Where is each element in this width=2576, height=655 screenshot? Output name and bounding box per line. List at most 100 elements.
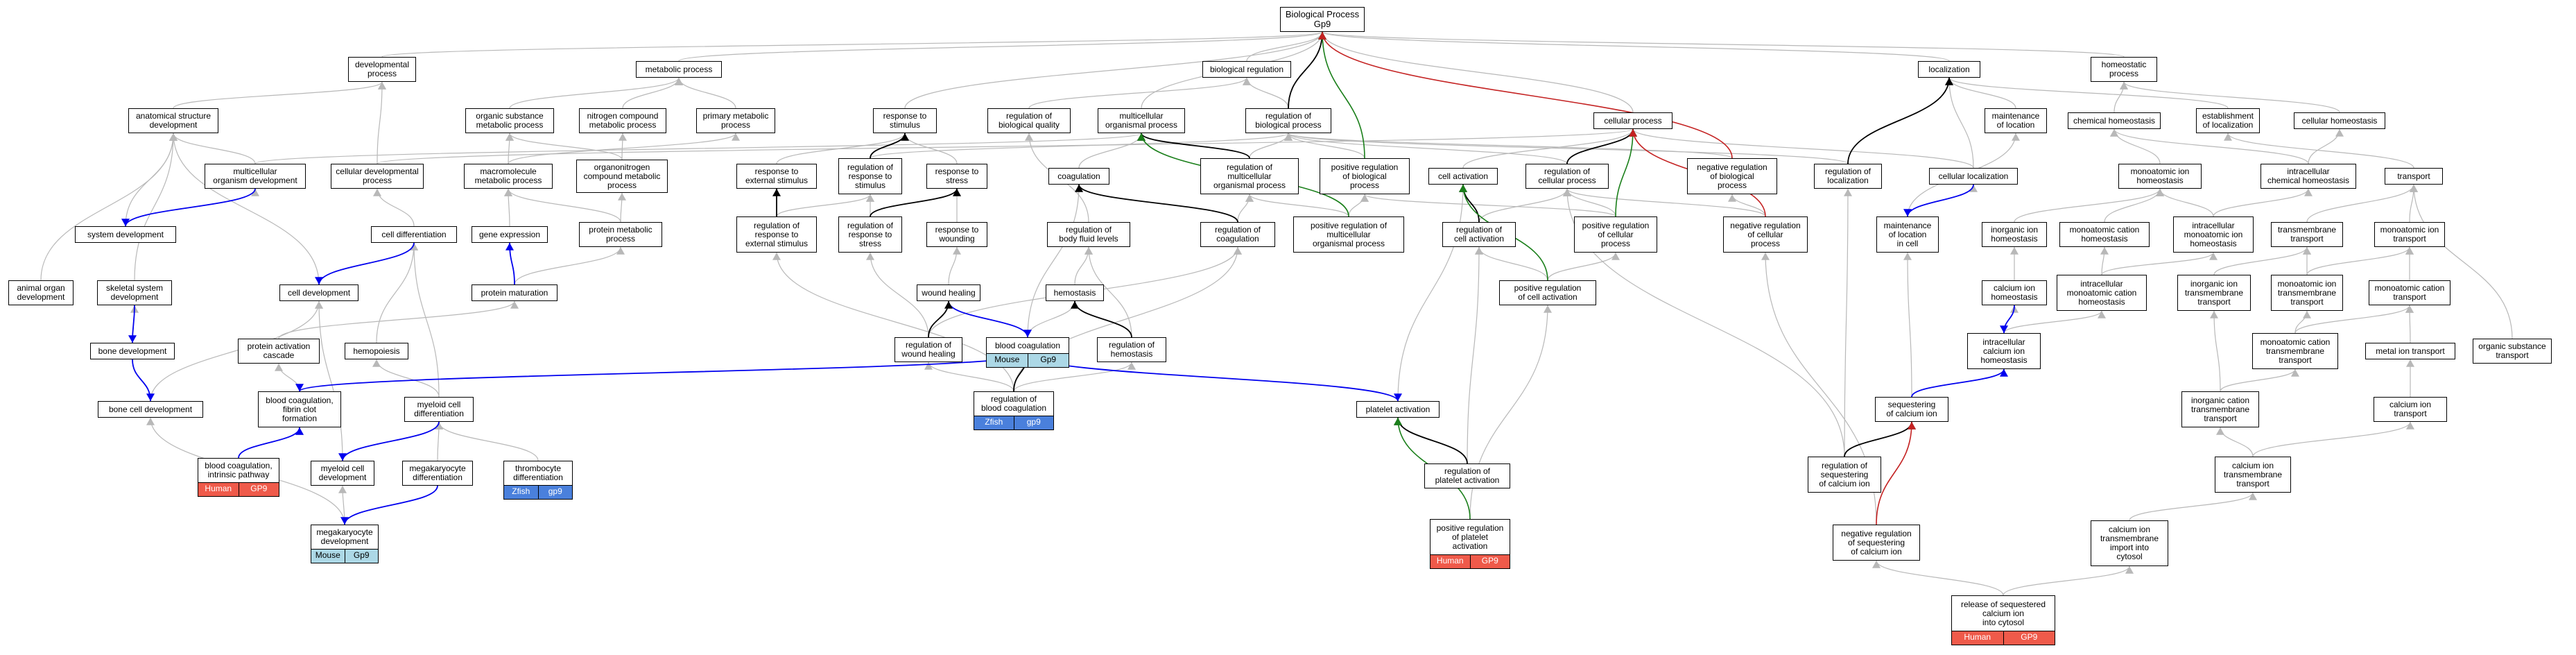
go-term-myeloid-cell-differentiation[interactable]: myeloid cell differentiation	[404, 397, 474, 422]
go-term-nitrogen-compound-metabolic-process[interactable]: nitrogen compound metabolic process	[579, 108, 666, 133]
go-term-hemopoiesis[interactable]: hemopoiesis	[345, 343, 408, 359]
go-term-response-to-wounding[interactable]: response to wounding	[926, 222, 987, 247]
go-term-sequestering-of-calcium-ion[interactable]: sequestering of calcium ion	[1875, 397, 1948, 422]
go-term-response-to-stimulus[interactable]: response to stimulus	[873, 108, 937, 133]
go-term-regulation-of-body-fluid-levels[interactable]: regulation of body fluid levels	[1047, 222, 1130, 247]
go-term-regulation-of-multicellular-organismal-process[interactable]: regulation of multicellular organismal p…	[1200, 158, 1299, 194]
go-term-biological-process[interactable]: Biological Process Gp9	[1280, 7, 1365, 32]
go-term-intracellular-chemical-homeostasis[interactable]: intracellular chemical homeostasis	[2261, 164, 2356, 189]
go-term-blood-coagulation-fibrin-clot-formation[interactable]: blood coagulation, fibrin clot formation	[258, 391, 341, 427]
go-term-regulation-of-response-to-external-stimulus[interactable]: regulation of response to external stimu…	[736, 216, 817, 253]
go-term-positive-regulation-of-platelet-activation[interactable]: positive regulation of platelet activati…	[1430, 519, 1510, 555]
go-term-blood-coagulation[interactable]: blood coagulation	[986, 337, 1069, 354]
go-term-organic-substance-metabolic-process[interactable]: organic substance metabolic process	[465, 108, 554, 133]
go-term-transport[interactable]: transport	[2385, 168, 2443, 185]
go-term-monoatomic-cation-homeostasis[interactable]: monoatomic cation homeostasis	[2059, 222, 2150, 247]
go-term-positive-regulation-of-biological-process[interactable]: positive regulation of biological proces…	[1320, 158, 1410, 194]
go-term-megakaryocyte-differentiation[interactable]: megakaryocyte differentiation	[402, 461, 473, 486]
go-term-calcium-ion-transport[interactable]: calcium ion transport	[2374, 397, 2447, 422]
go-term-hemostasis[interactable]: hemostasis	[1046, 284, 1104, 301]
go-term-organonitrogen-compound-metabolic-process[interactable]: organonitrogen compound metabolic proces…	[576, 160, 668, 193]
go-term-monoatomic-cation-transmembrane-transport[interactable]: monoatomic cation transmembrane transpor…	[2252, 333, 2338, 369]
go-term-animal-organ-development[interactable]: animal organ development	[8, 280, 74, 305]
go-term-positive-regulation-of-multicellular-organismal-process[interactable]: positive regulation of multicellular org…	[1293, 216, 1404, 253]
go-term-coagulation[interactable]: coagulation	[1048, 168, 1109, 185]
go-term-regulation-of-hemostasis[interactable]: regulation of hemostasis	[1097, 337, 1166, 362]
go-term-intracellular-monoatomic-ion-homeostasis[interactable]: intracellular monoatomic ion homeostasis	[2173, 216, 2254, 253]
go-term-regulation-of-biological-process[interactable]: regulation of biological process	[1245, 108, 1331, 133]
go-term-release-of-sequestered-calcium-ion-into-cytosol[interactable]: release of sequestered calcium ion into …	[1951, 595, 2055, 631]
go-term-establishment-of-localization[interactable]: establishment of localization	[2196, 108, 2260, 133]
go-term-positive-regulation-of-cellular-process[interactable]: positive regulation of cellular process	[1574, 216, 1657, 253]
go-term-localization[interactable]: localization	[1918, 61, 1980, 78]
go-term-inorganic-ion-transmembrane-transport[interactable]: inorganic ion transmembrane transport	[2177, 275, 2251, 311]
go-term-megakaryocyte-development[interactable]: megakaryocyte development	[311, 525, 379, 550]
go-term-biological-regulation[interactable]: biological regulation	[1202, 61, 1291, 78]
go-term-bone-development[interactable]: bone development	[90, 343, 175, 359]
go-term-regulation-of-response-to-stimulus[interactable]: regulation of response to stimulus	[838, 158, 902, 194]
go-term-monoatomic-ion-transmembrane-transport[interactable]: monoatomic ion transmembrane transport	[2271, 275, 2343, 311]
go-term-calcium-ion-homeostasis[interactable]: calcium ion homeostasis	[1982, 280, 2047, 305]
go-term-monoatomic-ion-transport[interactable]: monoatomic ion transport	[2374, 222, 2445, 247]
go-term-maintenance-of-location-in-cell[interactable]: maintenance of location in cell	[1876, 216, 1939, 253]
go-term-regulation-of-localization[interactable]: regulation of localization	[1814, 164, 1882, 189]
go-term-developmental-process[interactable]: developmental process	[348, 57, 416, 82]
go-term-response-to-external-stimulus[interactable]: response to external stimulus	[736, 164, 817, 189]
go-term-myeloid-cell-development[interactable]: myeloid cell development	[311, 461, 374, 486]
go-term-regulation-of-platelet-activation[interactable]: regulation of platelet activation	[1424, 463, 1510, 488]
go-term-regulation-of-sequestering-of-calcium-ion[interactable]: regulation of sequestering of calcium io…	[1808, 457, 1881, 493]
arrowhead	[2303, 247, 2311, 255]
go-term-cellular-homeostasis[interactable]: cellular homeostasis	[2294, 112, 2385, 129]
go-term-regulation-of-blood-coagulation[interactable]: regulation of blood coagulation	[974, 391, 1054, 416]
go-term-transmembrane-transport[interactable]: transmembrane transport	[2271, 222, 2343, 247]
go-term-cell-activation[interactable]: cell activation	[1428, 168, 1498, 185]
go-term-blood-coagulation-intrinsic-pathway[interactable]: blood coagulation, intrinsic pathway	[198, 458, 279, 483]
go-term-gene-expression[interactable]: gene expression	[472, 226, 548, 243]
go-term-cellular-localization[interactable]: cellular localization	[1929, 168, 2018, 185]
go-term-chemical-homeostasis[interactable]: chemical homeostasis	[2068, 112, 2161, 129]
go-term-calcium-ion-transmembrane-import-into-cytosol[interactable]: calcium ion transmembrane import into cy…	[2091, 520, 2168, 566]
go-term-cell-development[interactable]: cell development	[279, 284, 358, 301]
go-term-homeostatic-process[interactable]: homeostatic process	[2091, 57, 2157, 82]
go-term-intracellular-calcium-ion-homeostasis[interactable]: intracellular calcium ion homeostasis	[1967, 333, 2041, 369]
go-term-regulation-of-wound-healing[interactable]: regulation of wound healing	[894, 337, 962, 362]
go-term-protein-maturation[interactable]: protein maturation	[472, 284, 557, 301]
go-term-negative-regulation-of-cellular-process[interactable]: negative regulation of cellular process	[1723, 216, 1808, 253]
go-term-cell-differentiation[interactable]: cell differentiation	[371, 226, 457, 243]
go-term-system-development[interactable]: system development	[75, 226, 176, 243]
go-term-protein-metabolic-process[interactable]: protein metabolic process	[579, 222, 662, 247]
go-term-macromolecule-metabolic-process[interactable]: macromolecule metabolic process	[464, 164, 553, 189]
go-term-regulation-of-coagulation[interactable]: regulation of coagulation	[1200, 222, 1275, 247]
go-term-wound-healing[interactable]: wound healing	[917, 284, 980, 301]
go-term-bone-cell-development[interactable]: bone cell development	[98, 401, 203, 418]
go-term-negative-regulation-of-sequestering-of-calcium-ion[interactable]: negative regulation of sequestering of c…	[1833, 525, 1920, 561]
go-term-thrombocyte-differentiation[interactable]: thrombocyte differentiation	[503, 461, 573, 486]
go-term-response-to-stress[interactable]: response to stress	[926, 164, 987, 189]
go-term-skeletal-system-development[interactable]: skeletal system development	[97, 280, 172, 305]
go-term-multicellular-organismal-process[interactable]: multicellular organismal process	[1098, 108, 1185, 133]
annotation-gene: GP9	[2003, 631, 2055, 645]
go-term-cellular-developmental-process[interactable]: cellular developmental process	[331, 164, 424, 189]
go-term-intracellular-monoatomic-cation-homeostasis[interactable]: intracellular monoatomic cation homeosta…	[2057, 275, 2147, 311]
go-term-positive-regulation-of-cell-activation[interactable]: positive regulation of cell activation	[1499, 280, 1596, 305]
go-term-anatomical-structure-development[interactable]: anatomical structure development	[128, 108, 218, 133]
go-term-metal-ion-transport[interactable]: metal ion transport	[2365, 343, 2455, 359]
go-term-maintenance-of-location[interactable]: maintenance of location	[1985, 108, 2047, 133]
go-term-cellular-process[interactable]: cellular process	[1593, 112, 1672, 129]
go-term-monoatomic-ion-homeostasis[interactable]: monoatomic ion homeostasis	[2118, 164, 2202, 189]
go-term-regulation-of-response-to-stress[interactable]: regulation of response to stress	[838, 216, 902, 253]
go-term-organic-substance-transport[interactable]: organic substance transport	[2473, 339, 2552, 364]
go-term-primary-metabolic-process[interactable]: primary metabolic process	[696, 108, 775, 133]
go-term-negative-regulation-of-biological-process[interactable]: negative regulation of biological proces…	[1687, 158, 1777, 194]
go-term-multicellular-organism-development[interactable]: multicellular organism development	[205, 164, 306, 189]
go-term-platelet-activation[interactable]: platelet activation	[1356, 401, 1440, 418]
go-term-regulation-of-cellular-process[interactable]: regulation of cellular process	[1525, 164, 1609, 189]
go-term-regulation-of-biological-quality[interactable]: regulation of biological quality	[987, 108, 1071, 133]
go-term-metabolic-process[interactable]: metabolic process	[636, 61, 722, 78]
go-term-inorganic-cation-transmembrane-transport[interactable]: inorganic cation transmembrane transport	[2181, 391, 2259, 427]
go-term-protein-activation-cascade[interactable]: protein activation cascade	[238, 339, 320, 364]
go-term-monoatomic-cation-transport[interactable]: monoatomic cation transport	[2369, 280, 2450, 305]
go-term-calcium-ion-transmembrane-transport[interactable]: calcium ion transmembrane transport	[2215, 457, 2291, 493]
go-term-regulation-of-cell-activation[interactable]: regulation of cell activation	[1442, 222, 1516, 247]
go-term-inorganic-ion-homeostasis[interactable]: inorganic ion homeostasis	[1982, 222, 2047, 247]
